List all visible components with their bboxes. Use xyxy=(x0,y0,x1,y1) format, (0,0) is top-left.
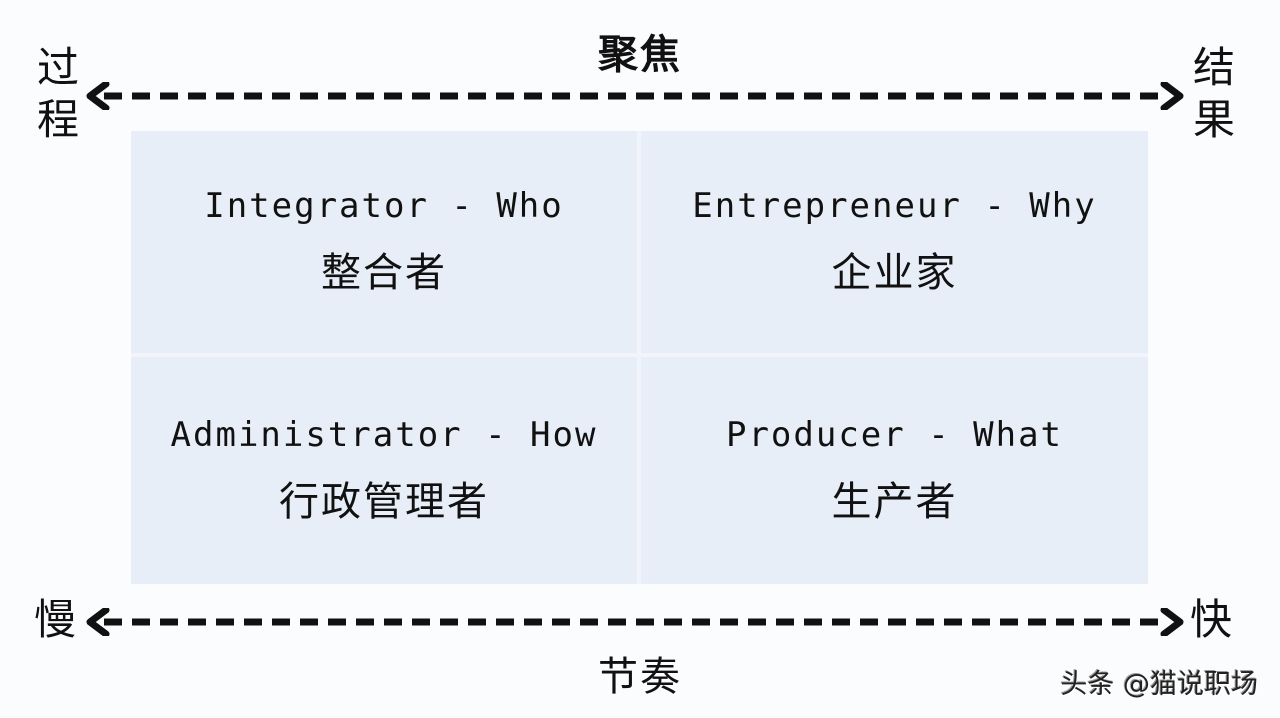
top-axis-left-label: 过 程 xyxy=(32,42,84,146)
top-axis-right-label: 结 果 xyxy=(1188,42,1240,146)
top-double-arrow-icon xyxy=(86,82,1184,110)
quadrant-producer: Producer - What 生产者 xyxy=(641,357,1148,584)
top-left-label-char-2: 程 xyxy=(36,95,79,144)
quadrant-english-label: Integrator - Who xyxy=(204,186,564,226)
quadrant-grid: Integrator - Who 整合者 Entrepreneur - Why … xyxy=(131,131,1148,584)
horizontal-divider xyxy=(131,353,1148,357)
quadrant-chinese-label: 行政管理者 xyxy=(279,478,489,525)
quadrant-integrator: Integrator - Who 整合者 xyxy=(131,131,637,353)
bottom-axis-left-label: 慢 xyxy=(34,595,77,644)
watermark: 头条 @猫说职场 xyxy=(1060,669,1258,700)
bottom-double-arrow-icon xyxy=(86,608,1184,636)
quadrant-chinese-label: 企业家 xyxy=(831,250,958,296)
quadrant-entrepreneur: Entrepreneur - Why 企业家 xyxy=(641,131,1148,353)
quadrant-english-label: Entrepreneur - Why xyxy=(692,186,1097,226)
quadrant-chinese-label: 生产者 xyxy=(831,478,958,525)
top-axis-title: 聚焦 xyxy=(598,32,682,78)
quadrant-english-label: Producer - What xyxy=(725,414,1064,455)
top-right-label-char-2: 果 xyxy=(1192,95,1235,144)
quadrant-english-label: Administrator - How xyxy=(170,414,598,455)
quadrant-administrator: Administrator - How 行政管理者 xyxy=(131,357,637,584)
top-left-label-char-1: 过 xyxy=(36,43,79,92)
bottom-axis-title: 节奏 xyxy=(598,654,682,700)
top-right-label-char-1: 结 xyxy=(1192,43,1235,92)
vertical-divider xyxy=(637,131,641,584)
quadrant-chinese-label: 整合者 xyxy=(321,250,447,296)
bottom-axis-right-label: 快 xyxy=(1190,595,1233,644)
